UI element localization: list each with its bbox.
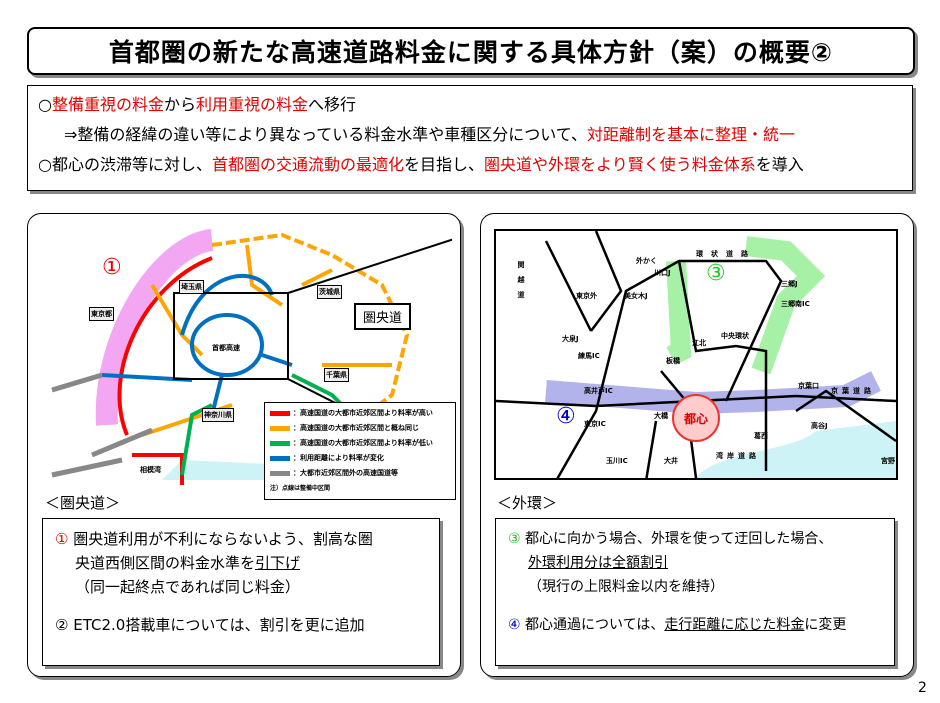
pref-label: 茨城県 [317,285,342,299]
text: 外環利用分は全額割引 [528,555,668,571]
text: （現行の上限料金以内を維持） [528,579,724,595]
text: を目指し、 [404,155,485,174]
text: 引下げ [255,554,301,572]
text: 圏央道や外環をより賢く使う料金体系 [484,155,756,174]
ken-o-do-note: ① 圏央道利用が不利にならないよう、割高な圏 央道西側区間の料金水準を引下げ （… [42,518,440,666]
map-label: 高井戸IC [584,387,613,395]
road-label: 中央環状 [721,332,749,340]
text: 利用重視の料金 [196,95,309,114]
toshin-circle: 都心 [672,394,720,442]
text: 走行距離に応じた料金 [664,617,805,633]
text: （同一起終点であれば同じ料金） [75,578,300,596]
pref-label: 東京都 [89,307,114,321]
page-number: 2 [918,680,927,696]
legend-item: ：高速国道の大都市近郊区間より料率が高い [270,406,450,421]
map-label: 板橋 [666,357,680,365]
map-label: 大泉J [562,335,579,343]
text: 整備重視の料金 [51,95,164,114]
road-label: 京葉道路 [831,387,875,395]
gaikan-heading: ＜外環＞ [497,494,558,512]
map-label: 宮野 [881,457,895,465]
text: ⇒整備の経緯の違い等により異なっている料金水準や車種区分について、 [64,125,588,144]
map-label: 三郷南IC [781,300,810,308]
pref-label: 埼玉県 [179,280,204,294]
bullet: ○ [38,95,52,114]
text: へ移行 [308,95,357,114]
text: 対距離制を基本に整理・統一 [587,125,796,144]
pref-label: 千葉県 [324,368,349,382]
text: 圏央道利用が不利にならないよう、割高な圏 [73,530,373,548]
summary-box: ○整備重視の料金から利用重視の料金へ移行 ⇒整備の経緯の違い等により異なっている… [27,85,913,191]
ken-o-do-panel [27,213,461,677]
text: を導入 [755,155,804,174]
road-label: 東京外 [576,292,597,300]
shutoko-label: 首都高速 [212,344,240,352]
map-label: 高谷J [811,422,828,430]
legend-note: 注）点線は整備中区間 [270,485,331,492]
map-legend: ：高速国道の大都市近郊区間より料率が高い ：高速国道の大都市近郊区間と概ね同じ … [264,402,456,500]
marker: ④ [508,617,521,633]
map-label: 東京IC [584,420,606,428]
summary-line-2: ⇒整備の経緯の違い等により異なっている料金水準や車種区分について、対距離制を基本… [38,120,902,150]
ken-o-do-map: ① 圏央道 埼玉県 東京都 茨城県 千葉県 神奈川県 首都高速 相模湾 ：高速国… [32,224,498,500]
gaikan-panel [480,213,914,677]
text: 央道西側区間の料金水準を [75,554,256,572]
map-label: 京葉口 [798,382,819,390]
text: に変更 [804,617,847,633]
marker: ② [55,616,69,634]
summary-line-3: ○都心の渋滞等に対し、首都圏の交通流動の最適化を目指し、圏央道や外環をより賢く使… [38,150,902,180]
map-label: 大井 [664,457,678,465]
text: 首都圏の交通流動の最適化 [211,155,404,174]
text: 都心に向かう場合、外環を使って迂回した場合、 [525,531,833,547]
road-label: 湾岸道路 [716,452,760,460]
map-label: 美女木J [624,292,648,300]
map-label: 葛西 [754,432,768,440]
marker-4: ④ [556,404,576,429]
text: から [163,95,196,114]
road-label: 関越道 [517,261,525,306]
slide-title: 首都圏の新たな高速道路料金に関する具体方針（案）の概要② [27,27,915,75]
marker: ① [55,530,69,548]
map-label: 大橋 [654,412,668,420]
gaikan-map: ③ ④ 都心 川口J 美女木J 三郷J 三郷南IC 大泉J 練馬IC 江北 板橋… [494,229,898,480]
map-label: 三郷J [781,280,798,288]
text: 都心通過については、 [525,617,665,633]
gaikan-note: ③ 都心に向かう場合、外環を使って迂回した場合、 外環利用分は全額割引 （現行の… [495,518,895,666]
legend-item: ：利用距離により料率が変化 [270,451,450,466]
marker-1: ① [102,255,122,280]
legend-item: ：大都市近郊区間外の高速国道等 [270,466,450,481]
legend-item: ：高速国道の大都市近郊区間と概ね同じ [270,421,450,436]
road-label: 外かく [636,257,657,265]
summary-line-1: ○整備重視の料金から利用重視の料金へ移行 [38,90,902,120]
text: ETC2.0搭載車については、割引を更に追加 [73,616,365,634]
map-label: 江北 [692,339,706,347]
text: 都心の渋滞等に対し、 [51,155,212,174]
pref-label: 神奈川県 [202,408,234,422]
bay-label: 相模湾 [140,466,161,474]
marker-3: ③ [706,261,726,286]
ken-o-do-heading: ＜圏央道＞ [45,494,121,512]
map-label: 玉川IC [606,457,628,465]
map-label: 川口J [654,269,671,277]
marker: ③ [508,531,521,547]
road-label: 環状道路 [696,250,756,258]
map-label: 練馬IC [578,352,600,360]
callout-ken-o-do: 圏央道 [354,303,412,330]
legend-item: ：高速国道の大都市近郊区間より料率が低い [270,436,450,451]
bullet: ○ [38,155,52,174]
